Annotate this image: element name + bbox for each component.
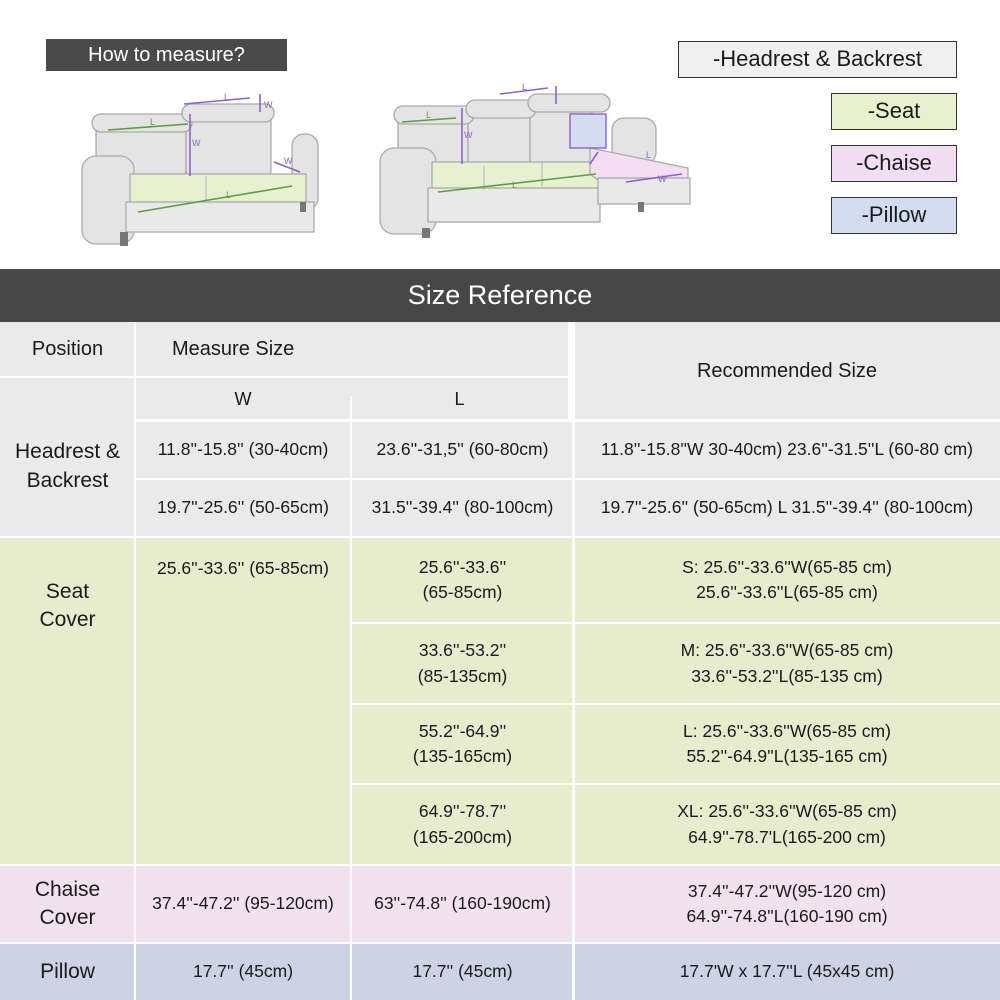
legend-chaise: -Chaise xyxy=(831,145,957,182)
back-width-label: W xyxy=(192,138,201,148)
legend-pillow: -Pillow xyxy=(831,197,957,234)
header-position: Position xyxy=(0,322,135,377)
seat-l-s: 25.6''-33.6'' (65-85cm) xyxy=(351,538,574,622)
row-label-pillow: Pillow xyxy=(0,944,135,1000)
back-length-label: L xyxy=(150,117,155,127)
pillow-l: 17.7'' (45cm) xyxy=(351,944,574,1000)
sectional-back-width-label: W xyxy=(464,130,473,140)
chaise-width-label: W xyxy=(658,174,667,184)
seat-length-label: L xyxy=(226,190,231,200)
grid-line xyxy=(350,538,352,1000)
headrest-length-label: L xyxy=(224,92,229,102)
sofa-illustration: L L W L W W xyxy=(81,92,319,246)
seat-l-l: 55.2''-64.9'' (135-165cm) xyxy=(351,705,574,783)
sectional-sofa-illustration: L L W L L W xyxy=(379,82,691,238)
chaise-rec: 37.4''-47.2''W(95-120 cm) 64.9''-74.8''L… xyxy=(574,866,1000,942)
chaise-w: 37.4''-47.2'' (95-120cm) xyxy=(135,866,351,942)
how-to-measure-title: How to measure? xyxy=(46,39,287,71)
grid-line xyxy=(135,419,1000,422)
header-l: L xyxy=(351,378,568,420)
grid-line xyxy=(0,376,568,378)
headrest-w-1: 11.8''-15.8'' (30-40cm) xyxy=(135,422,351,478)
legend-seat: -Seat xyxy=(831,93,957,130)
legend-headrest: -Headrest & Backrest xyxy=(678,41,957,78)
legend-headrest-label: -Headrest & Backrest xyxy=(712,46,923,71)
grid-line xyxy=(135,478,1000,480)
headrest-l-1: 23.6''-31,5'' (60-80cm) xyxy=(351,422,574,478)
headrest-width-label: W xyxy=(264,100,273,110)
grid-line xyxy=(0,942,1000,944)
grid-line xyxy=(351,622,1000,624)
seat-w: 25.6''-33.6'' (65-85cm) xyxy=(135,538,351,864)
chaise-length-label: L xyxy=(646,150,651,160)
seat-l-m: 33.6''-53.2'' (85-135cm) xyxy=(351,624,574,703)
header-w: W xyxy=(135,378,351,420)
header-measure-size: Measure Size xyxy=(135,322,568,377)
pillow-rec: 17.7'W x 17.7''L (45x45 cm) xyxy=(574,944,1000,1000)
grid-line xyxy=(0,864,1000,866)
headrest-rec-1: 11.8''-15.8''W 30-40cm) 23.6''-31.5''L (… xyxy=(574,422,1000,478)
seat-l-xl: 64.9''-78.7'' (165-200cm) xyxy=(351,785,574,864)
seat-rec-s: S: 25.6''-33.6''W(65-85 cm) 25.6''-33.6'… xyxy=(574,538,1000,622)
sectional-seat-length-label: L xyxy=(512,180,517,190)
header-recommended-size: Recommended Size xyxy=(574,322,1000,420)
seat-rec-xl: XL: 25.6''-33.6''W(65-85 cm) 64.9''-78.7… xyxy=(574,785,1000,864)
grid-line xyxy=(134,322,136,1000)
pillow-w: 17.7'' (45cm) xyxy=(135,944,351,1000)
headrest-w-2: 19.7''-25.6'' (50-65cm) xyxy=(135,480,351,536)
grid-line xyxy=(572,322,575,1000)
row-label-seat: Seat Cover xyxy=(0,538,135,864)
grid-line xyxy=(351,783,1000,785)
sectional-back-length-label: L xyxy=(426,110,431,120)
seat-rec-m: M: 25.6''-33.6''W(65-85 cm) 33.6''-53.2'… xyxy=(574,624,1000,703)
row-label-chaise: Chaise Cover xyxy=(0,866,135,942)
sectional-headrest-length-label: L xyxy=(522,82,527,92)
chaise-l: 63''-74.8'' (160-190cm) xyxy=(351,866,574,942)
legend-pillow-label: -Pillow xyxy=(861,202,927,227)
grid-line xyxy=(351,703,1000,705)
legend-seat-label: -Seat xyxy=(867,98,921,123)
size-reference-banner: Size Reference xyxy=(0,269,1000,322)
seat-width-label: W xyxy=(284,156,293,166)
row-label-headrest: Headrest & Backrest xyxy=(0,377,135,536)
headrest-rec-2: 19.7''-25.6'' (50-65cm) L 31.5''-39.4'' … xyxy=(574,480,1000,536)
grid-line xyxy=(0,536,1000,538)
seat-rec-l: L: 25.6''-33.6''W(65-85 cm) 55.2''-64.9'… xyxy=(574,705,1000,783)
grid-line xyxy=(350,396,352,538)
legend-chaise-label: -Chaise xyxy=(856,150,932,175)
headrest-l-2: 31.5''-39.4'' (80-100cm) xyxy=(351,480,574,536)
